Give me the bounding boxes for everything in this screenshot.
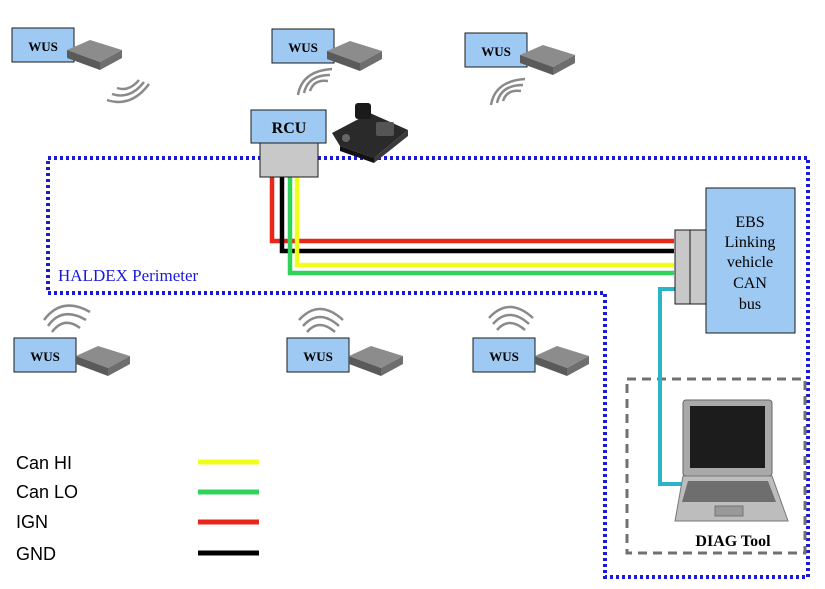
wus-sensor-top-2: WUS [271,28,382,96]
signal-waves-icon [298,307,344,333]
ebs-line-3: vehicle [727,254,773,271]
wus-label: WUS [30,349,60,364]
diag-tool-frame [625,377,807,555]
signal-waves-icon [106,79,150,104]
legend-label-ign: IGN [16,512,48,532]
wus-sensor-top-1: WUS [11,27,150,104]
wus-device-icon [520,45,575,75]
rcu-label: RCU [272,120,307,137]
ebs-line-1: EBS [735,214,764,231]
diag-cable [658,287,683,486]
haldex-perimeter-outline [46,156,810,579]
legend-label-can-lo: Can LO [16,482,78,502]
ebs-line-4: CAN [733,275,767,292]
wus-sensor-bottom-3: WUS [472,305,589,376]
wus-device-icon [349,346,403,376]
wire-ign [269,176,674,244]
ebs-line-5: bus [739,296,761,313]
signal-waves-icon [296,67,333,96]
wire-can-hi [294,176,674,268]
legend-label-gnd: GND [16,544,56,564]
signal-waves-icon [488,305,534,331]
wus-label: WUS [28,39,58,54]
wire-gnd [279,176,674,254]
diag-tool-label: DIAG Tool [695,533,771,550]
perimeter-label: HALDEX Perimeter [58,266,199,285]
wire-can-lo [287,176,674,276]
wus-device-icon [76,346,130,376]
wus-device-icon [535,346,589,376]
ebs-unit: EBS Linking vehicle CAN bus [674,187,796,334]
wus-label: WUS [303,349,333,364]
signal-waves-icon [489,77,526,106]
laptop-icon [674,399,789,522]
wus-sensor-top-3: WUS [464,32,575,106]
legend: Can HI Can LO IGN GND [16,453,259,564]
wus-sensor-bottom-1: WUS [13,304,130,376]
wus-sensor-bottom-2: WUS [286,307,403,376]
legend-label-can-hi: Can HI [16,453,72,473]
rcu-unit: RCU [250,109,327,178]
signal-waves-icon [43,304,91,333]
wus-device-icon [67,40,122,70]
ebs-line-2: Linking [725,234,776,251]
rcu-device-icon [332,103,408,163]
wus-device-icon [327,41,382,71]
wus-label: WUS [489,349,519,364]
wus-label: WUS [481,44,511,59]
wus-label: WUS [288,40,318,55]
